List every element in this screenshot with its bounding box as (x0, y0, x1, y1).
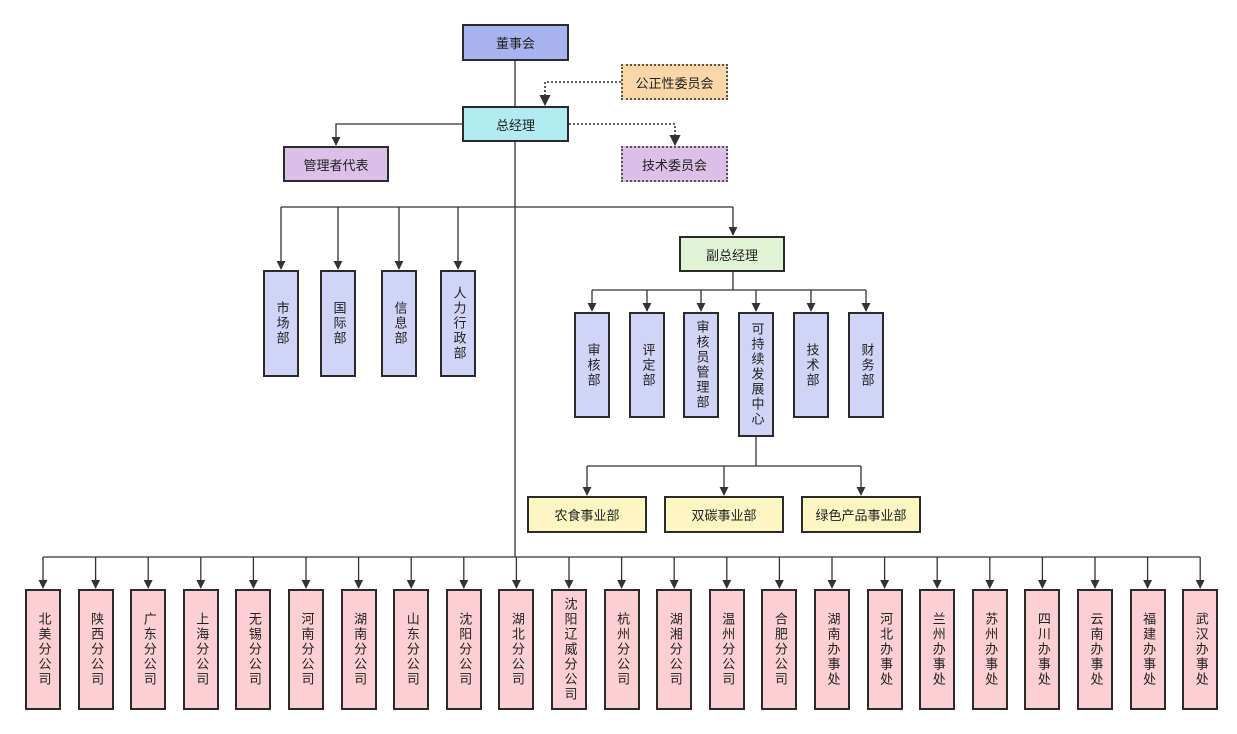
branch-label: 湖南分公司 (351, 612, 367, 687)
branch-label: 河北办事处 (877, 612, 893, 687)
connector-mgmt-rep (331, 123, 462, 146)
branch-label: 合肥分公司 (771, 612, 787, 687)
branch-label: 武汉办事处 (1192, 612, 1208, 687)
unit-node-carbon[interactable]: 双碳事业部 (664, 496, 784, 533)
dept-label: 评定部 (639, 342, 655, 388)
branch-node[interactable]: 河北办事处 (866, 589, 903, 710)
branch-node[interactable]: 四川办事处 (1024, 589, 1061, 710)
dept-node-evaluation[interactable]: 评定部 (629, 312, 665, 418)
branch-node[interactable]: 苏州办事处 (971, 589, 1008, 710)
branch-node[interactable]: 合肥分公司 (761, 589, 798, 710)
branch-label: 温州分公司 (719, 612, 735, 687)
deputy-gm-label: 副总经理 (705, 248, 758, 264)
dept-node-tech[interactable]: 技术部 (793, 312, 829, 418)
unit-node-green-product[interactable]: 绿色产品事业部 (801, 496, 921, 533)
dept-node-auditor-mgmt[interactable]: 审核员管理部 (683, 312, 719, 418)
branch-label: 北美分公司 (35, 612, 51, 687)
dept-node-hr[interactable]: 人力行政部 (440, 270, 476, 377)
branch-label: 山东分公司 (403, 612, 419, 687)
dept-node-finance[interactable]: 财务部 (848, 312, 884, 418)
branch-label: 苏州办事处 (982, 612, 998, 687)
mgmt-rep-label: 管理者代表 (303, 158, 369, 174)
dept-label: 人力行政部 (450, 286, 466, 361)
general-manager-node[interactable]: 总经理 (462, 106, 569, 142)
general-manager-label: 总经理 (495, 118, 535, 134)
branch-node[interactable]: 温州分公司 (708, 589, 745, 710)
branch-node[interactable]: 山东分公司 (393, 589, 430, 710)
branch-node[interactable]: 上海分公司 (182, 589, 219, 710)
branch-node[interactable]: 湖湘分公司 (656, 589, 693, 710)
branch-label: 杭州分公司 (614, 612, 630, 687)
branch-label: 河南分公司 (298, 612, 314, 687)
dept-node-international[interactable]: 国际部 (320, 270, 356, 377)
unit-label: 农食事业部 (554, 509, 620, 524)
dept-node-audit[interactable]: 审核部 (574, 312, 610, 418)
branch-node[interactable]: 湖北分公司 (498, 589, 535, 710)
dept-node-market[interactable]: 市场部 (263, 270, 299, 377)
board-node[interactable]: 董事会 (462, 24, 569, 61)
dept-node-sustainability[interactable]: 可持续发展中心 (738, 312, 774, 437)
branch-node[interactable]: 福建办事处 (1129, 589, 1166, 710)
branch-node[interactable]: 河南分公司 (288, 589, 324, 710)
fairness-committee-node[interactable]: 公正性委员会 (621, 64, 728, 100)
branch-node[interactable]: 陕西分公司 (77, 589, 114, 710)
branch-node[interactable]: 湖南分公司 (340, 589, 377, 710)
branch-node[interactable]: 云南办事处 (1077, 589, 1113, 710)
connector-tech-committee (569, 123, 681, 147)
unit-label: 双碳事业部 (691, 509, 757, 524)
branch-node[interactable]: 兰州办事处 (919, 589, 956, 710)
branch-label: 福建办事处 (1140, 612, 1156, 687)
dept-label: 技术部 (803, 342, 819, 388)
branch-node[interactable]: 广东分公司 (130, 589, 167, 710)
dept-label: 信息部 (391, 301, 407, 346)
dept-label: 审核部 (584, 342, 600, 388)
dept-label: 审核员管理部 (693, 320, 709, 410)
branch-label: 陕西分公司 (88, 612, 104, 687)
mgmt-rep-node[interactable]: 管理者代表 (283, 146, 389, 182)
branch-node[interactable]: 沈阳分公司 (445, 589, 482, 710)
dept-label: 可持续发展中心 (748, 322, 764, 427)
unit-label: 绿色产品事业部 (815, 509, 907, 524)
connector-fairness (539, 81, 621, 107)
deputy-gm-node[interactable]: 副总经理 (679, 236, 785, 272)
dept-label: 国际部 (330, 301, 346, 346)
branch-label: 湖南办事处 (824, 612, 840, 687)
branch-node[interactable]: 无锡分公司 (235, 589, 272, 710)
tech-committee-node[interactable]: 技术委员会 (621, 146, 728, 182)
branch-node[interactable]: 北美分公司 (25, 589, 61, 710)
branch-label: 湖北分公司 (508, 612, 524, 687)
branch-node[interactable]: 杭州分公司 (603, 589, 640, 710)
branch-label: 云南办事处 (1087, 612, 1103, 687)
branch-label: 广东分公司 (140, 612, 156, 687)
branch-label: 湖湘分公司 (666, 612, 682, 687)
unit-node-agrifood[interactable]: 农食事业部 (527, 496, 647, 533)
branch-label: 兰州办事处 (929, 612, 945, 687)
branch-label: 四川办事处 (1034, 612, 1050, 687)
tech-committee-label: 技术委员会 (641, 158, 707, 174)
branch-label: 沈阳分公司 (456, 612, 472, 687)
branch-label: 无锡分公司 (245, 612, 261, 687)
fairness-committee-label: 公正性委员会 (635, 76, 714, 92)
dept-label: 市场部 (273, 301, 289, 346)
branch-label: 上海分公司 (193, 612, 209, 687)
branch-node[interactable]: 沈阳辽威分公司 (551, 589, 587, 710)
board-label: 董事会 (495, 37, 535, 52)
dept-node-info[interactable]: 信息部 (381, 270, 417, 377)
branch-node[interactable]: 武汉办事处 (1182, 589, 1219, 710)
dept-label: 财务部 (858, 342, 874, 388)
branch-node[interactable]: 湖南办事处 (814, 589, 850, 710)
branch-label: 沈阳辽威分公司 (561, 597, 577, 702)
